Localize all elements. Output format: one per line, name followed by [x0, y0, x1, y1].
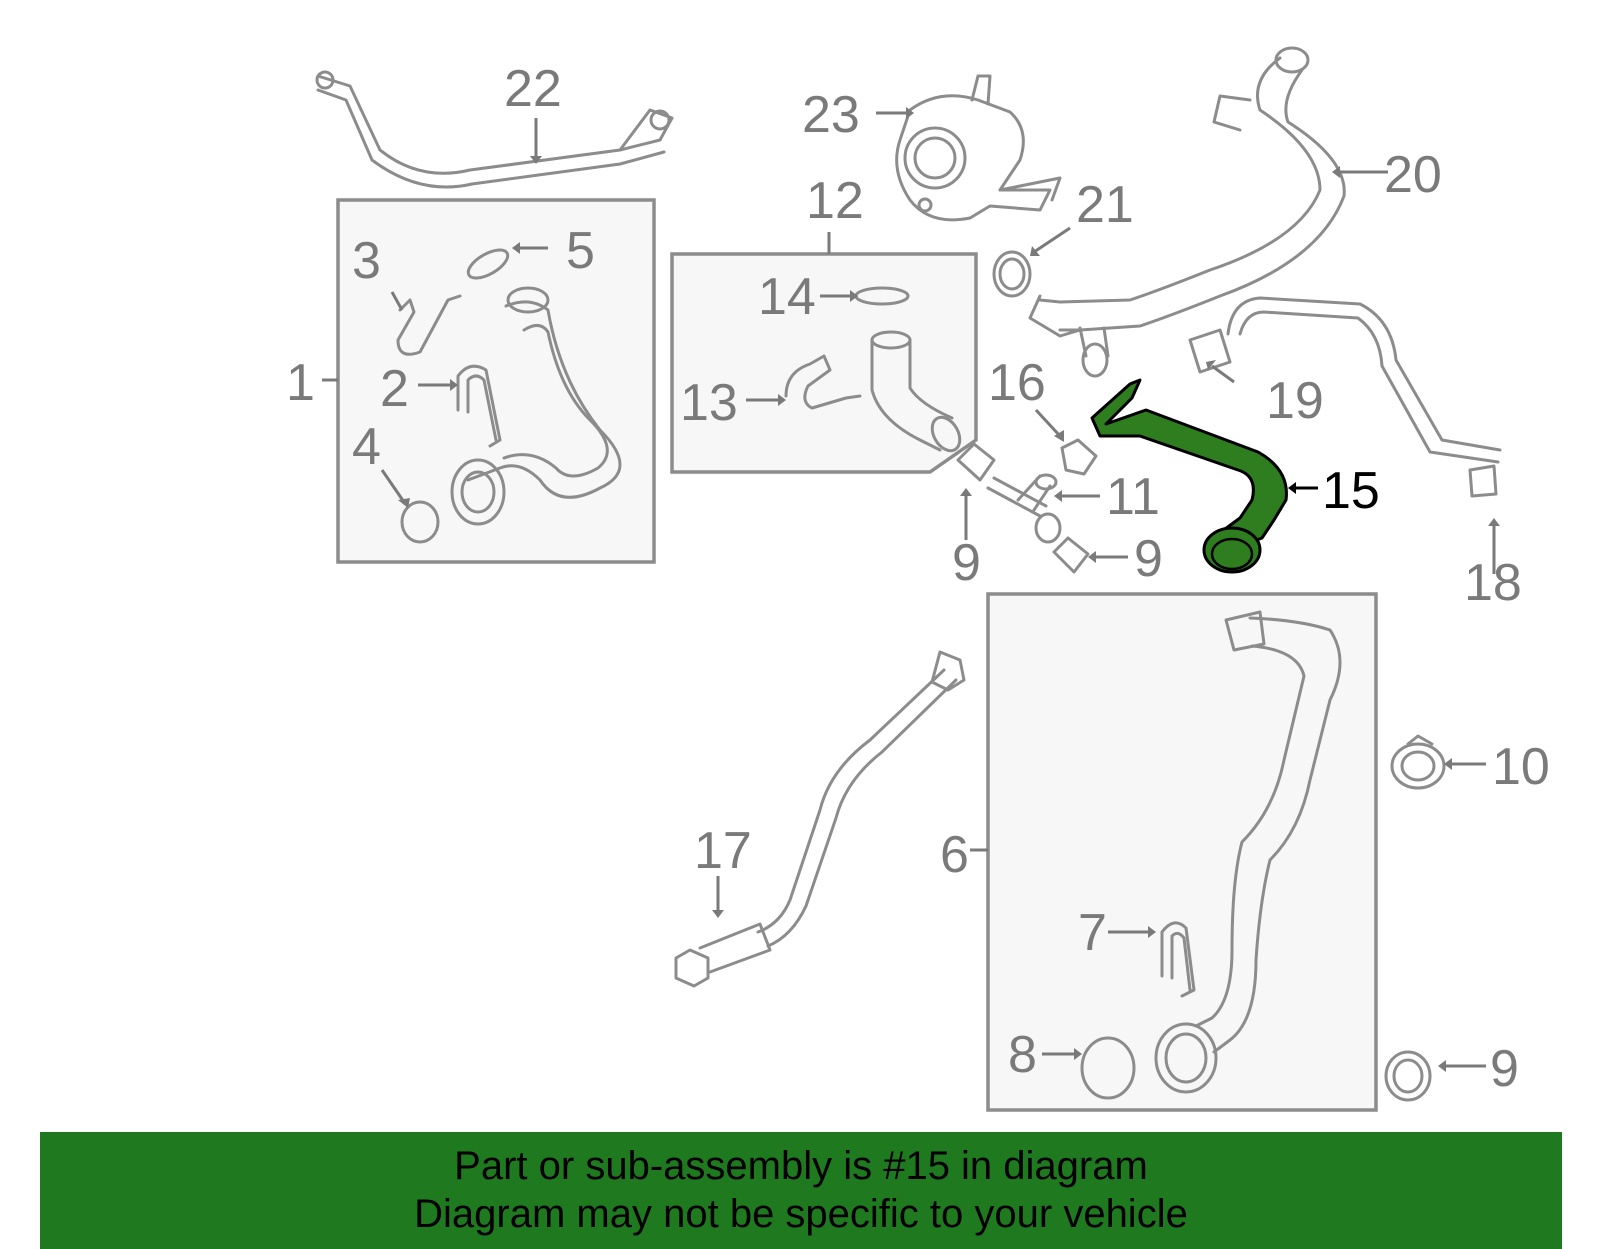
part-2-clip: [456, 364, 502, 448]
part-16-clip: [1060, 438, 1098, 476]
part-20-pipe: [1028, 46, 1346, 378]
part-13-clip: [784, 354, 862, 410]
banner-line-2: Diagram may not be specific to your vehi…: [414, 1192, 1188, 1236]
leader-lines: [322, 107, 1500, 1072]
part-3-clip: [396, 294, 462, 356]
part-21-oring: [992, 250, 1032, 298]
part-9-clip-b: [1052, 536, 1090, 574]
part-23-housing: [895, 74, 1062, 222]
part-5-oring: [466, 248, 510, 280]
callout-15: 15: [1322, 462, 1380, 520]
callout-11: 11: [1106, 468, 1160, 526]
part-11-tee: [986, 473, 1062, 544]
part-15-hose: [1090, 378, 1288, 574]
part-1-hose: [450, 286, 622, 526]
part-6-hose: [1154, 610, 1342, 1094]
group-box-6: [986, 592, 1378, 1112]
callout-2: 2: [380, 360, 409, 418]
callout-22: 22: [504, 60, 562, 118]
callout-5: 5: [566, 222, 595, 280]
callout-7: 7: [1078, 904, 1107, 962]
callout-10: 10: [1492, 738, 1550, 796]
callout-3: 3: [352, 232, 381, 290]
part-22-pipe: [315, 70, 674, 189]
group-box-1: [336, 198, 656, 564]
part-4-oring: [400, 500, 440, 544]
callout-23: 23: [802, 86, 860, 144]
callout-8: 8: [1008, 1026, 1037, 1084]
part-8-oring: [1080, 1036, 1136, 1100]
callout-14: 14: [758, 268, 816, 326]
callout-21: 21: [1076, 176, 1134, 234]
part-10-clamp: [1390, 734, 1446, 790]
callout-16: 16: [988, 354, 1046, 412]
callout-4: 4: [352, 418, 381, 476]
part-7-clip: [1160, 921, 1196, 998]
callout-18: 18: [1464, 554, 1522, 612]
callout-9-c: 9: [1490, 1040, 1519, 1098]
part-12-elbow: [870, 330, 962, 453]
part-17-pipe: [674, 650, 966, 988]
callout-17: 17: [694, 822, 752, 880]
callout-1: 1: [286, 354, 315, 412]
callout-20: 20: [1384, 146, 1442, 204]
banner-line-1: Part or sub-assembly is #15 in diagram: [454, 1144, 1148, 1188]
callout-12: 12: [806, 172, 864, 230]
callout-6: 6: [940, 826, 969, 884]
callout-9-a: 9: [952, 534, 981, 592]
part-18-19-pipe: [1188, 296, 1502, 498]
part-9-clip-a: [956, 442, 996, 482]
callout-13: 13: [680, 374, 738, 432]
callout-19: 19: [1266, 372, 1324, 430]
part-9-clip-c: [1384, 1050, 1432, 1102]
group-box-12: [670, 252, 978, 474]
callout-9-b: 9: [1134, 530, 1163, 588]
info-banner: Part or sub-assembly is #15 in diagram D…: [40, 1132, 1562, 1249]
